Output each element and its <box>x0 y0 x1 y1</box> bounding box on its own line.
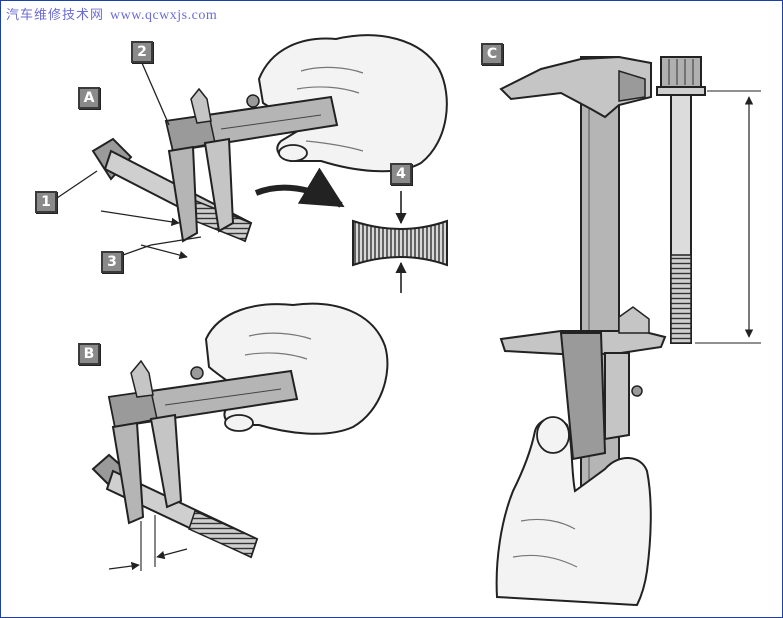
callout-3-measurement: 3 <box>101 251 123 273</box>
callout-2-caliper: 2 <box>131 41 153 63</box>
panel-b-caliper <box>107 359 299 525</box>
callout-4-thread: 4 <box>390 163 412 185</box>
panel-label-b: B <box>78 343 100 365</box>
panel-c-bolt <box>656 56 706 344</box>
panel-c-caliper <box>499 55 667 522</box>
panel-b-drawing <box>91 302 389 571</box>
thread-detail <box>352 191 448 293</box>
callout-1-bolt-head: 1 <box>35 191 57 213</box>
panel-a-drawing <box>56 34 448 293</box>
panel-b-hand <box>204 302 389 435</box>
panel-label-a: A <box>78 87 100 109</box>
watermark-site-name: 汽车维修技术网 <box>6 8 105 23</box>
panel-b-bolt <box>91 453 259 559</box>
watermark: 汽车维修技术网 www.qcwxjs.com <box>6 4 217 24</box>
panel-c-hand <box>495 417 652 607</box>
panel-label-c: C <box>481 43 503 65</box>
watermark-url: www.qcwxjs.com <box>110 8 218 23</box>
panel-a-caliper <box>164 87 339 243</box>
panel-c-drawing <box>495 55 761 607</box>
panel-a-curved-arrow <box>254 167 345 208</box>
